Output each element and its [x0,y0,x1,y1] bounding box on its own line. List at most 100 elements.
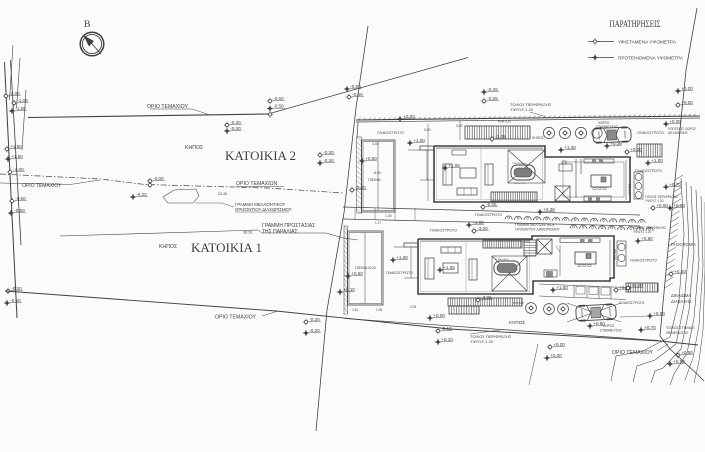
svg-text:-0.20: -0.20 [136,192,147,197]
svg-text:ΟΡΙΖΟΝΤΙΟΥ ΔΙΑΧΩΡΙΣΜΟΥ: ΟΡΙΖΟΝΤΙΟΥ ΔΙΑΧΩΡΙΣΜΟΥ [235,207,292,212]
svg-text:33.45: 33.45 [218,192,227,196]
svg-text:+0.00: +0.00 [656,203,668,208]
svg-text:+0.90: +0.90 [653,311,665,316]
svg-text:ΟΡΙΟ ΤΕΜΑΧΙΩΝ: ΟΡΙΟ ΤΕΜΑΧΙΩΝ [236,181,278,187]
svg-text:ΠΙΣΙΝΑ 8.00: ΠΙΣΙΝΑ 8.00 [355,266,376,270]
svg-text:ΠΛΑΚΟΣΤΡΩΤΟ: ΠΛΑΚΟΣΤΡΩΤΟ [475,213,502,217]
svg-text:ΠΛΑΚΟΣΤΡΩΤΟ: ΠΛΑΚΟΣΤΡΩΤΟ [386,271,413,275]
svg-text:ΚΗΠΟΣ: ΚΗΠΟΣ [509,320,525,325]
svg-text:-0.30: -0.30 [323,150,334,155]
svg-text:+1.00: +1.00 [413,138,425,143]
svg-text:ΚΑΤΟΙΚΙΑ 1: ΚΑΤΟΙΚΙΑ 1 [191,240,262,255]
svg-text:-0.20: -0.20 [309,317,320,322]
svg-text:ΟΡΙΟ ΤΕΜΑΧΙΟΥ: ΟΡΙΟ ΤΕΜΑΧΙΟΥ [22,183,62,189]
svg-text:ΓΡΑΜΜΗ ΜΕΛΛΟΝΤΙΚΟΥ: ΓΡΑΜΜΗ ΜΕΛΛΟΝΤΙΚΟΥ [235,202,286,207]
svg-text:ΧΩΡΟΣ: ΧΩΡΟΣ [598,121,609,125]
svg-text:+1.00: +1.00 [651,158,663,163]
svg-text:-0.20: -0.20 [309,328,320,333]
svg-text:+0.50: +0.50 [673,359,685,364]
svg-text:+0.10: +0.10 [343,287,355,292]
svg-text:ΚΑΘΙΣΤΙΚΟ: ΚΑΘΙΣΤΙΚΟ [514,182,526,185]
svg-text:+1.00: +1.00 [472,220,484,225]
svg-text:ΠΛΑΚΟΣΤΡΩΤΟ: ΠΛΑΚΟΣΤΡΩΤΟ [619,301,645,305]
svg-text:ΠΛΑΚΟΣΤΡΩΤΟ: ΠΛΑΚΟΣΤΡΩΤΟ [377,131,404,135]
svg-text:1.00: 1.00 [385,214,392,218]
svg-text:+0.00: +0.00 [550,353,562,358]
svg-text:ΤΟΙΧΟΣ ΣΤΗΘΑΙΟ: ΤΟΙΧΟΣ ΣΤΗΘΑΙΟ [666,326,695,330]
svg-text:+0.50: +0.50 [351,271,363,276]
svg-text:ΤΟΙΧΟΣ ΠΕΡΙΦΡΑΞΗΣ: ΤΟΙΧΟΣ ΠΕΡΙΦΡΑΞΗΣ [470,334,512,339]
svg-text:-0.50: -0.50 [10,298,21,303]
svg-text:+1.50: +1.50 [11,154,23,159]
svg-text:ΥΦΙΣΤΑΜΕΝΑ ΥΨΟΜΕΤΡΑ: ΥΦΙΣΤΑΜΕΝΑ ΥΨΟΜΕΤΡΑ [618,40,677,45]
svg-text:ΔΕΞΑΜΕΝΗΣ: ΔΕΞΑΜΕΝΗΣ [668,131,688,135]
svg-text:38.16: 38.16 [243,231,252,235]
svg-text:ΥΨΟΥΣ 1.20: ΥΨΟΥΣ 1.20 [510,107,534,112]
svg-text:-1.00: -1.00 [17,98,28,103]
svg-text:ΠΛΑΚΟΣΤΡΩΤΟ: ΠΛΑΚΟΣΤΡΩΤΟ [630,259,657,263]
svg-text:ΠΛΑΚΟΣΤΡΩΤΟ: ΠΛΑΚΟΣΤΡΩΤΟ [635,169,662,173]
svg-text:-0.50: -0.50 [273,96,284,101]
svg-text:-0.05: -0.05 [486,202,497,207]
svg-text:ΚΗΠΟΣ: ΚΗΠΟΣ [498,120,512,124]
svg-text:+0.50: +0.50 [365,156,377,161]
svg-text:-0.50: -0.50 [14,208,25,213]
svg-text:+0.00: +0.00 [681,86,693,91]
svg-text:+1.05: +1.05 [443,265,455,270]
svg-text:1.05: 1.05 [376,308,382,312]
svg-text:+0.90: +0.90 [619,285,631,290]
svg-text:+0.70: +0.70 [644,325,656,330]
svg-text:4.00: 4.00 [372,142,379,146]
svg-text:B: B [84,20,90,30]
svg-text:+0.00: +0.00 [630,147,642,152]
svg-text:ΘΕΜΕΛΙΩΣΗΣ: ΘΕΜΕΛΙΩΣΗΣ [666,331,688,335]
svg-text:ΣΤΑΘΜΕΥΣΗΣ: ΣΤΑΘΜΕΥΣΗΣ [600,329,622,333]
svg-text:-3.05: -3.05 [495,134,506,139]
svg-text:+0.10: +0.10 [441,337,453,342]
svg-text:ΠΙΣΙΝΑ: ΠΙΣΙΝΑ [368,178,381,182]
svg-text:+1.50: +1.50 [10,144,22,149]
svg-text:-2.00: -2.00 [9,91,20,96]
svg-text:ΤΡΑΠΕΖΑΡΙΑ: ΤΡΑΠΕΖΑΡΙΑ [495,258,509,261]
svg-text:+0.50: +0.50 [674,269,686,274]
svg-text:ΥΨΟΥΣ 1.20: ΥΨΟΥΣ 1.20 [645,199,664,203]
svg-text:8.00: 8.00 [374,171,381,175]
svg-text:+0.00: +0.00 [403,114,415,119]
svg-text:-1.50: -1.50 [15,106,26,111]
svg-text:ΟΡΙΖΟΝΤΙΟΥ ΔΙΑΧΩΡΙΣΜΟΥ: ΟΡΙΖΟΝΤΙΟΥ ΔΙΑΧΩΡΙΣΜΟΥ [515,228,560,232]
svg-text:+0.00: +0.00 [669,119,681,124]
svg-text:ΠΛΑΚΟΣΤΡΩΤΟ: ΠΛΑΚΟΣΤΡΩΤΟ [637,131,664,135]
svg-text:ΥΨΟΥΣ 1.20: ΥΨΟΥΣ 1.20 [470,339,494,344]
svg-text:+1.05: +1.05 [448,163,460,168]
svg-text:+0.36: +0.36 [543,207,555,212]
svg-text:-0.30: -0.30 [323,158,334,163]
svg-text:1.17: 1.17 [375,221,381,225]
svg-text:-0.25: -0.25 [487,96,498,101]
svg-text:+1.00: +1.00 [556,285,568,290]
svg-text:-0.30: -0.30 [230,126,241,131]
svg-text:+0.80: +0.80 [593,321,605,326]
svg-text:3.25: 3.25 [410,305,416,309]
svg-text:1.51: 1.51 [352,308,358,312]
svg-text:-0.50: -0.50 [11,286,22,291]
svg-text:-0.00: -0.00 [153,176,164,181]
svg-text:+0.00: +0.00 [433,313,445,318]
svg-text:ΓΡΑΜΜΗ ΜΕΛΛΟΝΤΙΚΟΥ: ΓΡΑΜΜΗ ΜΕΛΛΟΝΤΙΚΟΥ [515,223,556,227]
svg-text:+0.00: +0.00 [681,100,693,105]
svg-text:ΤΟΙΧΟΣ ΠΕΡΙΦΡΑΞΗΣ: ΤΟΙΧΟΣ ΠΕΡΙΦΡΑΞΗΣ [510,102,552,107]
svg-text:+1.00: +1.00 [396,255,408,260]
svg-text:+0.80: +0.80 [641,236,653,241]
svg-text:ΔΙΚΑΙΩΜΑ: ΔΙΚΑΙΩΜΑ [671,293,691,298]
svg-text:ΓΡΑΜΜΗ ΠΡΟΣΤΑΣΙΑΣ: ΓΡΑΜΜΗ ΠΡΟΣΤΑΣΙΑΣ [262,223,315,229]
svg-text:ΡΗΞΟΤΟΜΙΑ: ΡΗΞΟΤΟΜΙΑ [671,242,696,247]
svg-text:3.00: 3.00 [424,128,431,132]
svg-text:+0.50: +0.50 [673,203,685,208]
svg-text:-0.50: -0.50 [273,103,284,108]
svg-text:ΤΟΙΧΟΣ ΠΕΡΙΦΡΑΞΗΣ: ΤΟΙΧΟΣ ΠΕΡΙΦΡΑΞΗΣ [633,226,666,230]
svg-text:ΚΗΠΟΣ: ΚΗΠΟΣ [513,301,524,305]
svg-text:ΚΗΠΟΣ: ΚΗΠΟΣ [159,244,177,250]
svg-text:+1.00: +1.00 [564,145,576,150]
svg-text:+0.00: +0.00 [631,283,643,288]
svg-text:ΥΨΟΥΣ 1.20: ΥΨΟΥΣ 1.20 [633,230,652,234]
svg-text:+0.70: +0.70 [669,182,681,187]
